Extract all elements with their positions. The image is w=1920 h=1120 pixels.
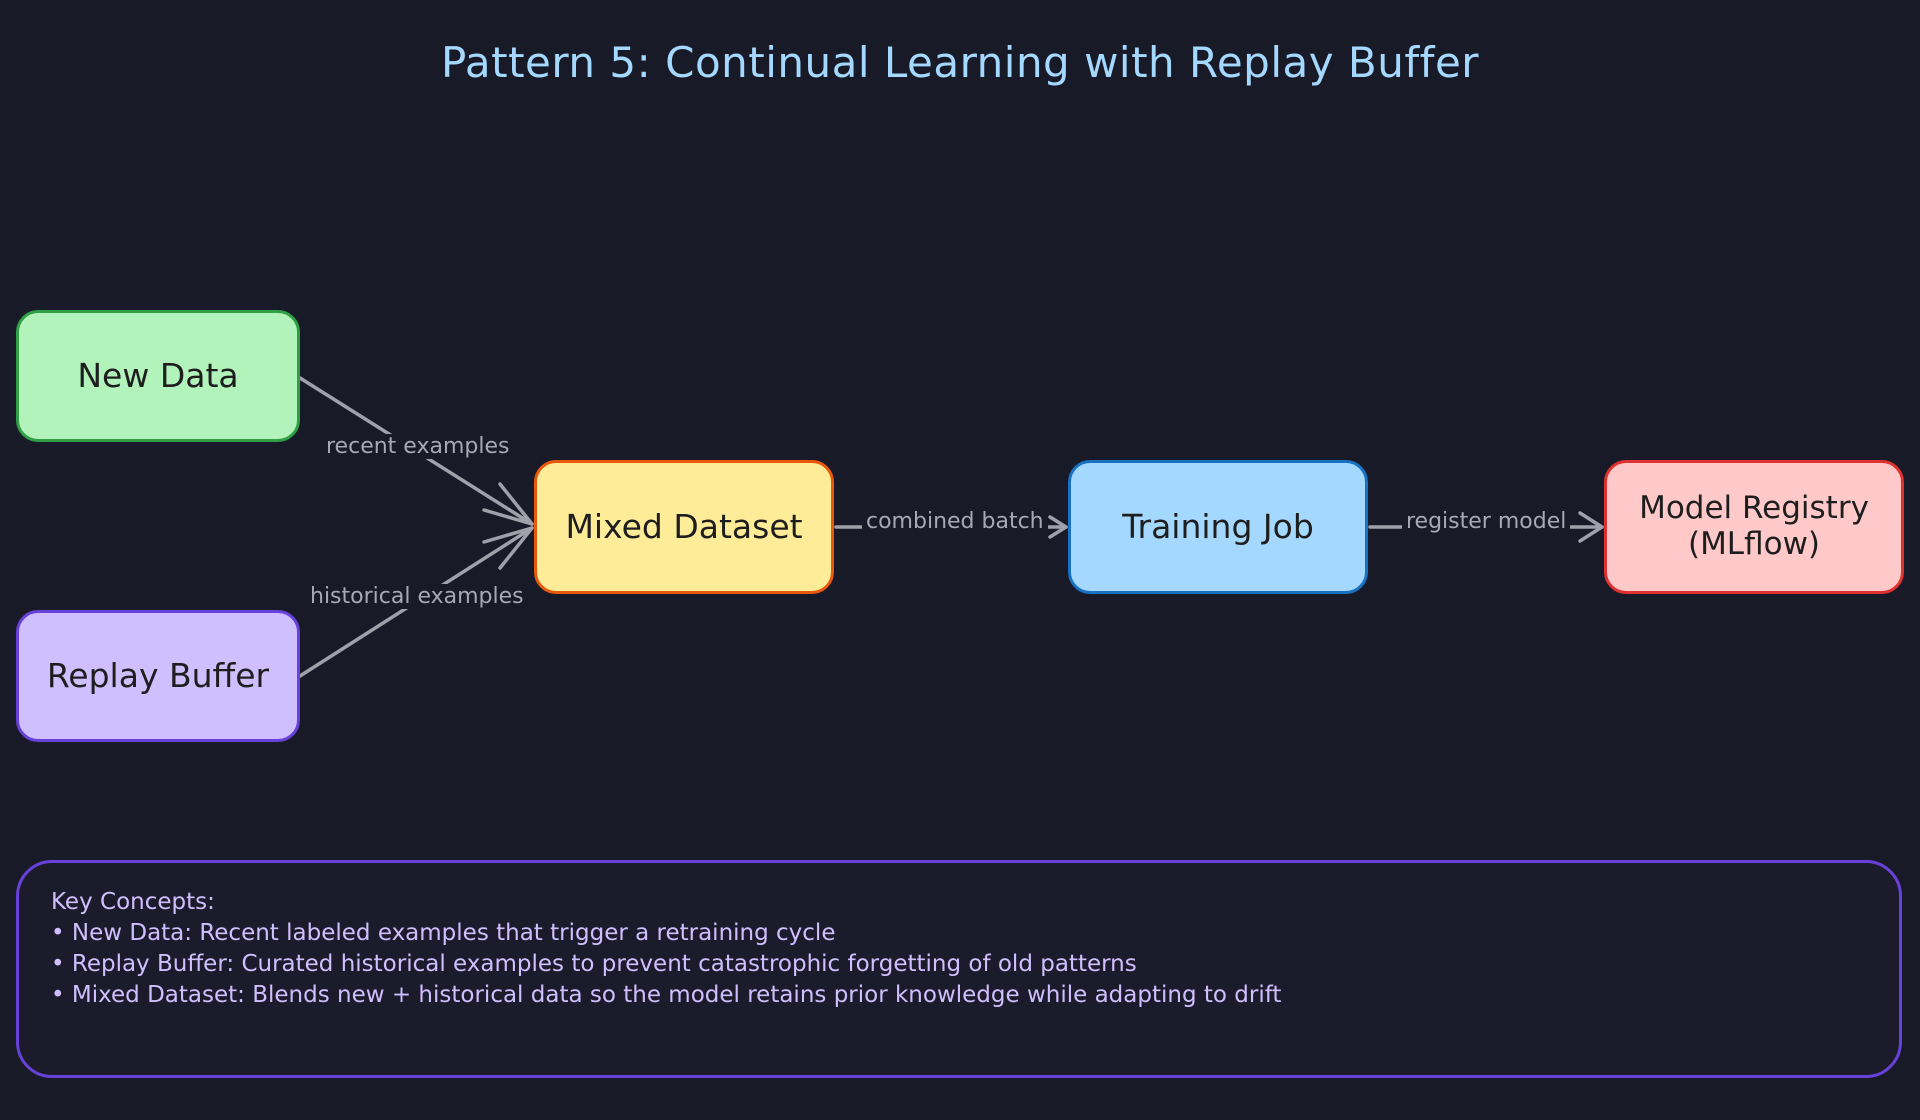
- node-model-registry-sublabel: (MLflow): [1687, 526, 1821, 562]
- node-new-data[interactable]: New Data: [16, 310, 300, 442]
- key-concepts-box: Key Concepts: • New Data: Recent labeled…: [16, 860, 1902, 1078]
- arrowhead-mixed-to-training: [1048, 515, 1068, 539]
- edge-label-historical: historical examples: [306, 584, 528, 609]
- node-new-data-label: New Data: [77, 356, 239, 396]
- arrowhead-training-to-registry: [1578, 511, 1604, 543]
- edge-label-recent: recent examples: [322, 434, 514, 459]
- node-training-job[interactable]: Training Job: [1068, 460, 1368, 594]
- node-replay-buffer-label: Replay Buffer: [46, 656, 270, 696]
- diagram-title: Pattern 5: Continual Learning with Repla…: [440, 38, 1480, 87]
- edge-label-register: register model: [1402, 509, 1571, 534]
- edge-label-combined: combined batch: [862, 509, 1048, 534]
- key-concepts-heading: Key Concepts:: [51, 889, 215, 915]
- node-model-registry[interactable]: Model Registry (MLflow): [1604, 460, 1904, 594]
- node-model-registry-label: Model Registry: [1639, 490, 1869, 527]
- node-mixed-dataset-label: Mixed Dataset: [565, 507, 803, 547]
- key-concept-mixed-dataset: • Mixed Dataset: Blends new + historical…: [51, 982, 1282, 1008]
- key-concept-new-data: • New Data: Recent labeled examples that…: [51, 920, 836, 946]
- node-replay-buffer[interactable]: Replay Buffer: [16, 610, 300, 742]
- node-mixed-dataset[interactable]: Mixed Dataset: [534, 460, 834, 594]
- arrowhead-replay-to-mixed: [482, 526, 534, 570]
- key-concept-replay-buffer: • Replay Buffer: Curated historical exam…: [51, 951, 1137, 977]
- node-training-job-label: Training Job: [1122, 507, 1314, 547]
- arrowhead-new-to-mixed: [482, 482, 534, 526]
